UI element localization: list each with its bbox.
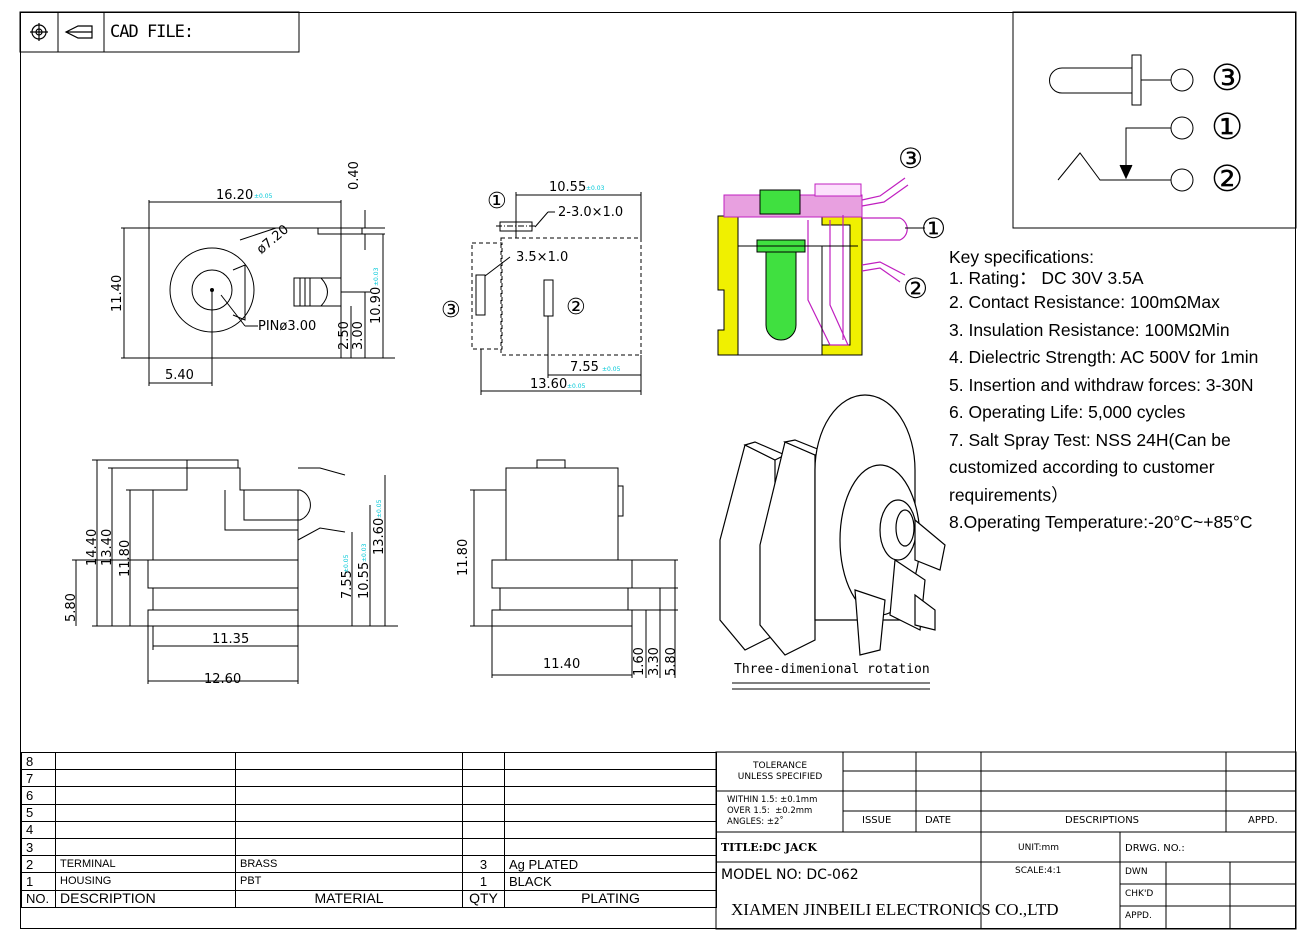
bom-cell: 4 — [21, 820, 56, 839]
drawing-title: TITLE:DC JACK — [721, 841, 817, 854]
front-dim-pin: PINø3.00 — [258, 319, 317, 334]
bom-cell: 1 — [462, 872, 505, 891]
bom-cell: 5 — [21, 803, 56, 822]
top-tol-7-55: ±0.05 — [602, 366, 621, 373]
bom-cell: HOUSING — [55, 872, 236, 891]
cad-file-label: CAD FILE: — [110, 22, 194, 42]
dwn-label: DWN — [1125, 867, 1148, 877]
spec-item: 8.Operating Temperature:-20°C~+85°C — [949, 512, 1253, 532]
top-tol-10-55: ±0.03 — [586, 185, 605, 192]
bom-cell: BLACK — [504, 872, 717, 891]
spec-item: 4. Dielectric Strength: AC 500V for 1min — [949, 347, 1259, 367]
spec-title: Key specifications: — [949, 247, 1094, 267]
front-dim-5-40: 5.40 — [165, 368, 194, 383]
drwg-no-label: DRWG. NO.: — [1125, 843, 1185, 854]
bom-cell: DESCRIPTION — [55, 889, 236, 908]
bom-cell: MATERIAL — [235, 889, 463, 908]
chkd-label: CHK'D — [1125, 889, 1154, 899]
rear-dim-11-40: 11.40 — [543, 657, 581, 672]
tolerance-line: WITHIN 1.5: ±0.1mm — [727, 795, 818, 805]
model-number: MODEL NO: DC-062 — [721, 867, 859, 883]
top-dim-slot-1: 2-3.0×1.0 — [558, 205, 624, 220]
key-specifications: Key specifications: 1. Rating： DC 30V 3.… — [949, 247, 1294, 537]
top-dim-13-60: 13.60 — [530, 377, 568, 392]
unit-label: UNIT:mm — [1018, 843, 1060, 853]
company-name: XIAMEN JINBEILI ELECTRONICS CO.,LTD — [731, 900, 1059, 919]
side-dim-12-60: 12.60 — [204, 672, 242, 687]
projection-symbol-icon — [30, 23, 93, 41]
bom-cell: Ag PLATED — [504, 855, 717, 874]
schematic-pin-3: ③ — [1211, 58, 1244, 99]
schematic-pin-2: ② — [1211, 159, 1244, 200]
top-dim-10-55: 10.55 — [549, 180, 587, 195]
bom-row: 3 — [21, 837, 717, 857]
schematic-pin-1: ① — [1211, 107, 1244, 148]
top-pin-1: ① — [487, 189, 507, 214]
bom-cell: 3 — [21, 837, 56, 857]
spec-item: 1. Rating： DC 30V 3.5A — [949, 268, 1144, 288]
bom-row: 4 — [21, 820, 717, 839]
schematic-box — [1012, 11, 1297, 229]
issue-header: ISSUE — [862, 815, 892, 826]
tolerance-line: ANGLES: ±2˚ — [727, 817, 784, 827]
tolerance-title: TOLERANCE UNLESS SPECIFIED — [737, 761, 823, 782]
bom-cell: TERMINAL — [55, 855, 236, 874]
descriptions-header: DESCRIPTIONS — [1065, 815, 1140, 826]
front-dim-16-20: 16.20 — [216, 188, 254, 203]
spec-item: 6. Operating Life: 5,000 cycles — [949, 402, 1186, 422]
date-header: DATE — [925, 815, 952, 826]
appd-header: APPD. — [1248, 815, 1278, 826]
side-dim-11-35: 11.35 — [212, 632, 250, 647]
bom-cell: 6 — [21, 786, 56, 805]
spec-item: 3. Insulation Resistance: 100MΩMin — [949, 319, 1230, 340]
cad-header-box — [19, 11, 300, 53]
spec-item: 5. Insertion and withdraw forces: 3-30N — [949, 374, 1254, 395]
section-pin-2: ② — [903, 272, 929, 305]
scale-label: SCALE:4:1 — [1015, 866, 1062, 876]
spec-item: 2. Contact Resistance: 100mΩMax — [949, 292, 1220, 312]
drawing-frame — [20, 12, 1296, 929]
top-pin-2: ② — [566, 295, 586, 320]
section-pin-1: ① — [921, 212, 947, 245]
top-tol-13-60: ±0.05 — [567, 383, 586, 390]
top-dim-slot-2: 3.5×1.0 — [516, 250, 569, 265]
appd-label: APPD. — [1125, 911, 1152, 921]
bom-row: 5 — [21, 803, 717, 822]
bom-row: 7 — [21, 769, 717, 788]
bom-row: 8 — [21, 751, 717, 771]
top-dim-7-55: 7.55 — [570, 360, 599, 375]
front-tol-16-20: ±0.05 — [254, 193, 273, 200]
iso-caption: Three-dimenional rotation — [734, 662, 930, 677]
spec-item: 7. Salt Spray Test: NSS 24H(Can be custo… — [949, 429, 1231, 505]
tolerance-line: OVER 1.5: ±0.2mm — [727, 806, 813, 816]
top-pin-3: ③ — [441, 298, 461, 323]
bom-cell: NO. — [21, 889, 56, 908]
section-pin-3: ③ — [898, 142, 924, 175]
bom-row: 6 — [21, 786, 717, 805]
